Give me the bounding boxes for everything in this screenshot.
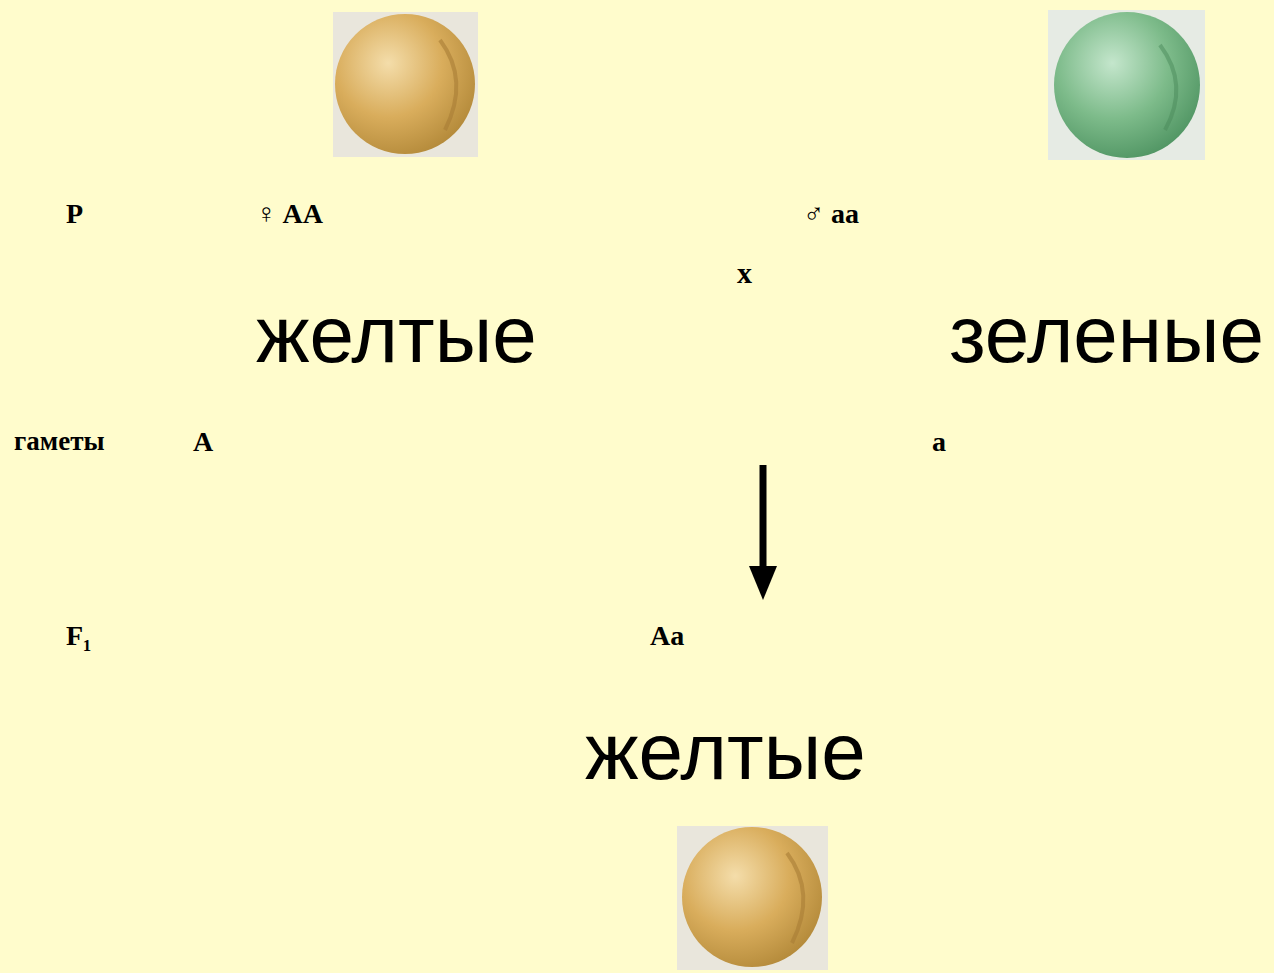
yellow-pea <box>333 12 478 157</box>
generation-label: F₁ <box>66 622 92 650</box>
cross-arrow <box>749 465 777 600</box>
cross-sign: x <box>737 258 752 288</box>
phenotype-label: желтые <box>585 712 866 792</box>
yellow-pea <box>677 826 828 970</box>
generation-label: P <box>66 200 83 228</box>
gametes-label: гаметы <box>14 428 104 455</box>
genotype-label: ♀ AA <box>256 200 323 228</box>
genotype-label: ♂ aa <box>803 200 859 228</box>
genotype-label: Aa <box>650 622 684 650</box>
green-pea <box>1048 10 1205 160</box>
phenotype-label: зеленые <box>949 295 1264 375</box>
phenotype-label: желтые <box>256 295 537 375</box>
gamete-label: A <box>193 428 213 456</box>
gamete-label: a <box>932 428 946 456</box>
